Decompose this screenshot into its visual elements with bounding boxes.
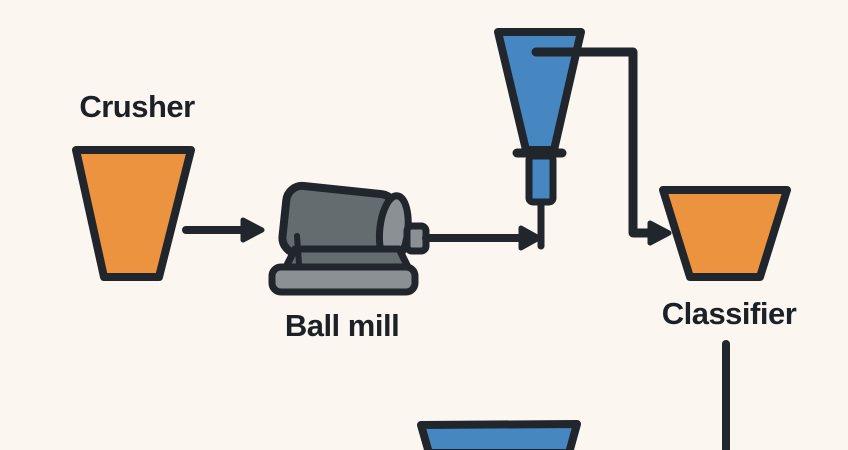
crusher-label: Crusher: [79, 89, 195, 124]
overflow-arrow-head: [647, 220, 672, 246]
ball-mill-label: Ball mill: [285, 308, 399, 343]
classifier-label: Classifier: [662, 296, 797, 331]
classifier-basin: [659, 186, 791, 281]
bottom-vessel: [417, 420, 581, 450]
cyclone-spout: [525, 152, 557, 206]
ball-mill-seam-line: [294, 233, 302, 267]
mill-discharge-head: [518, 225, 542, 251]
crusher-hopper: [72, 146, 195, 281]
ball-mill-base: [268, 263, 419, 296]
feed-arrow-head: [240, 217, 265, 243]
overflow-pipe: [531, 47, 655, 238]
